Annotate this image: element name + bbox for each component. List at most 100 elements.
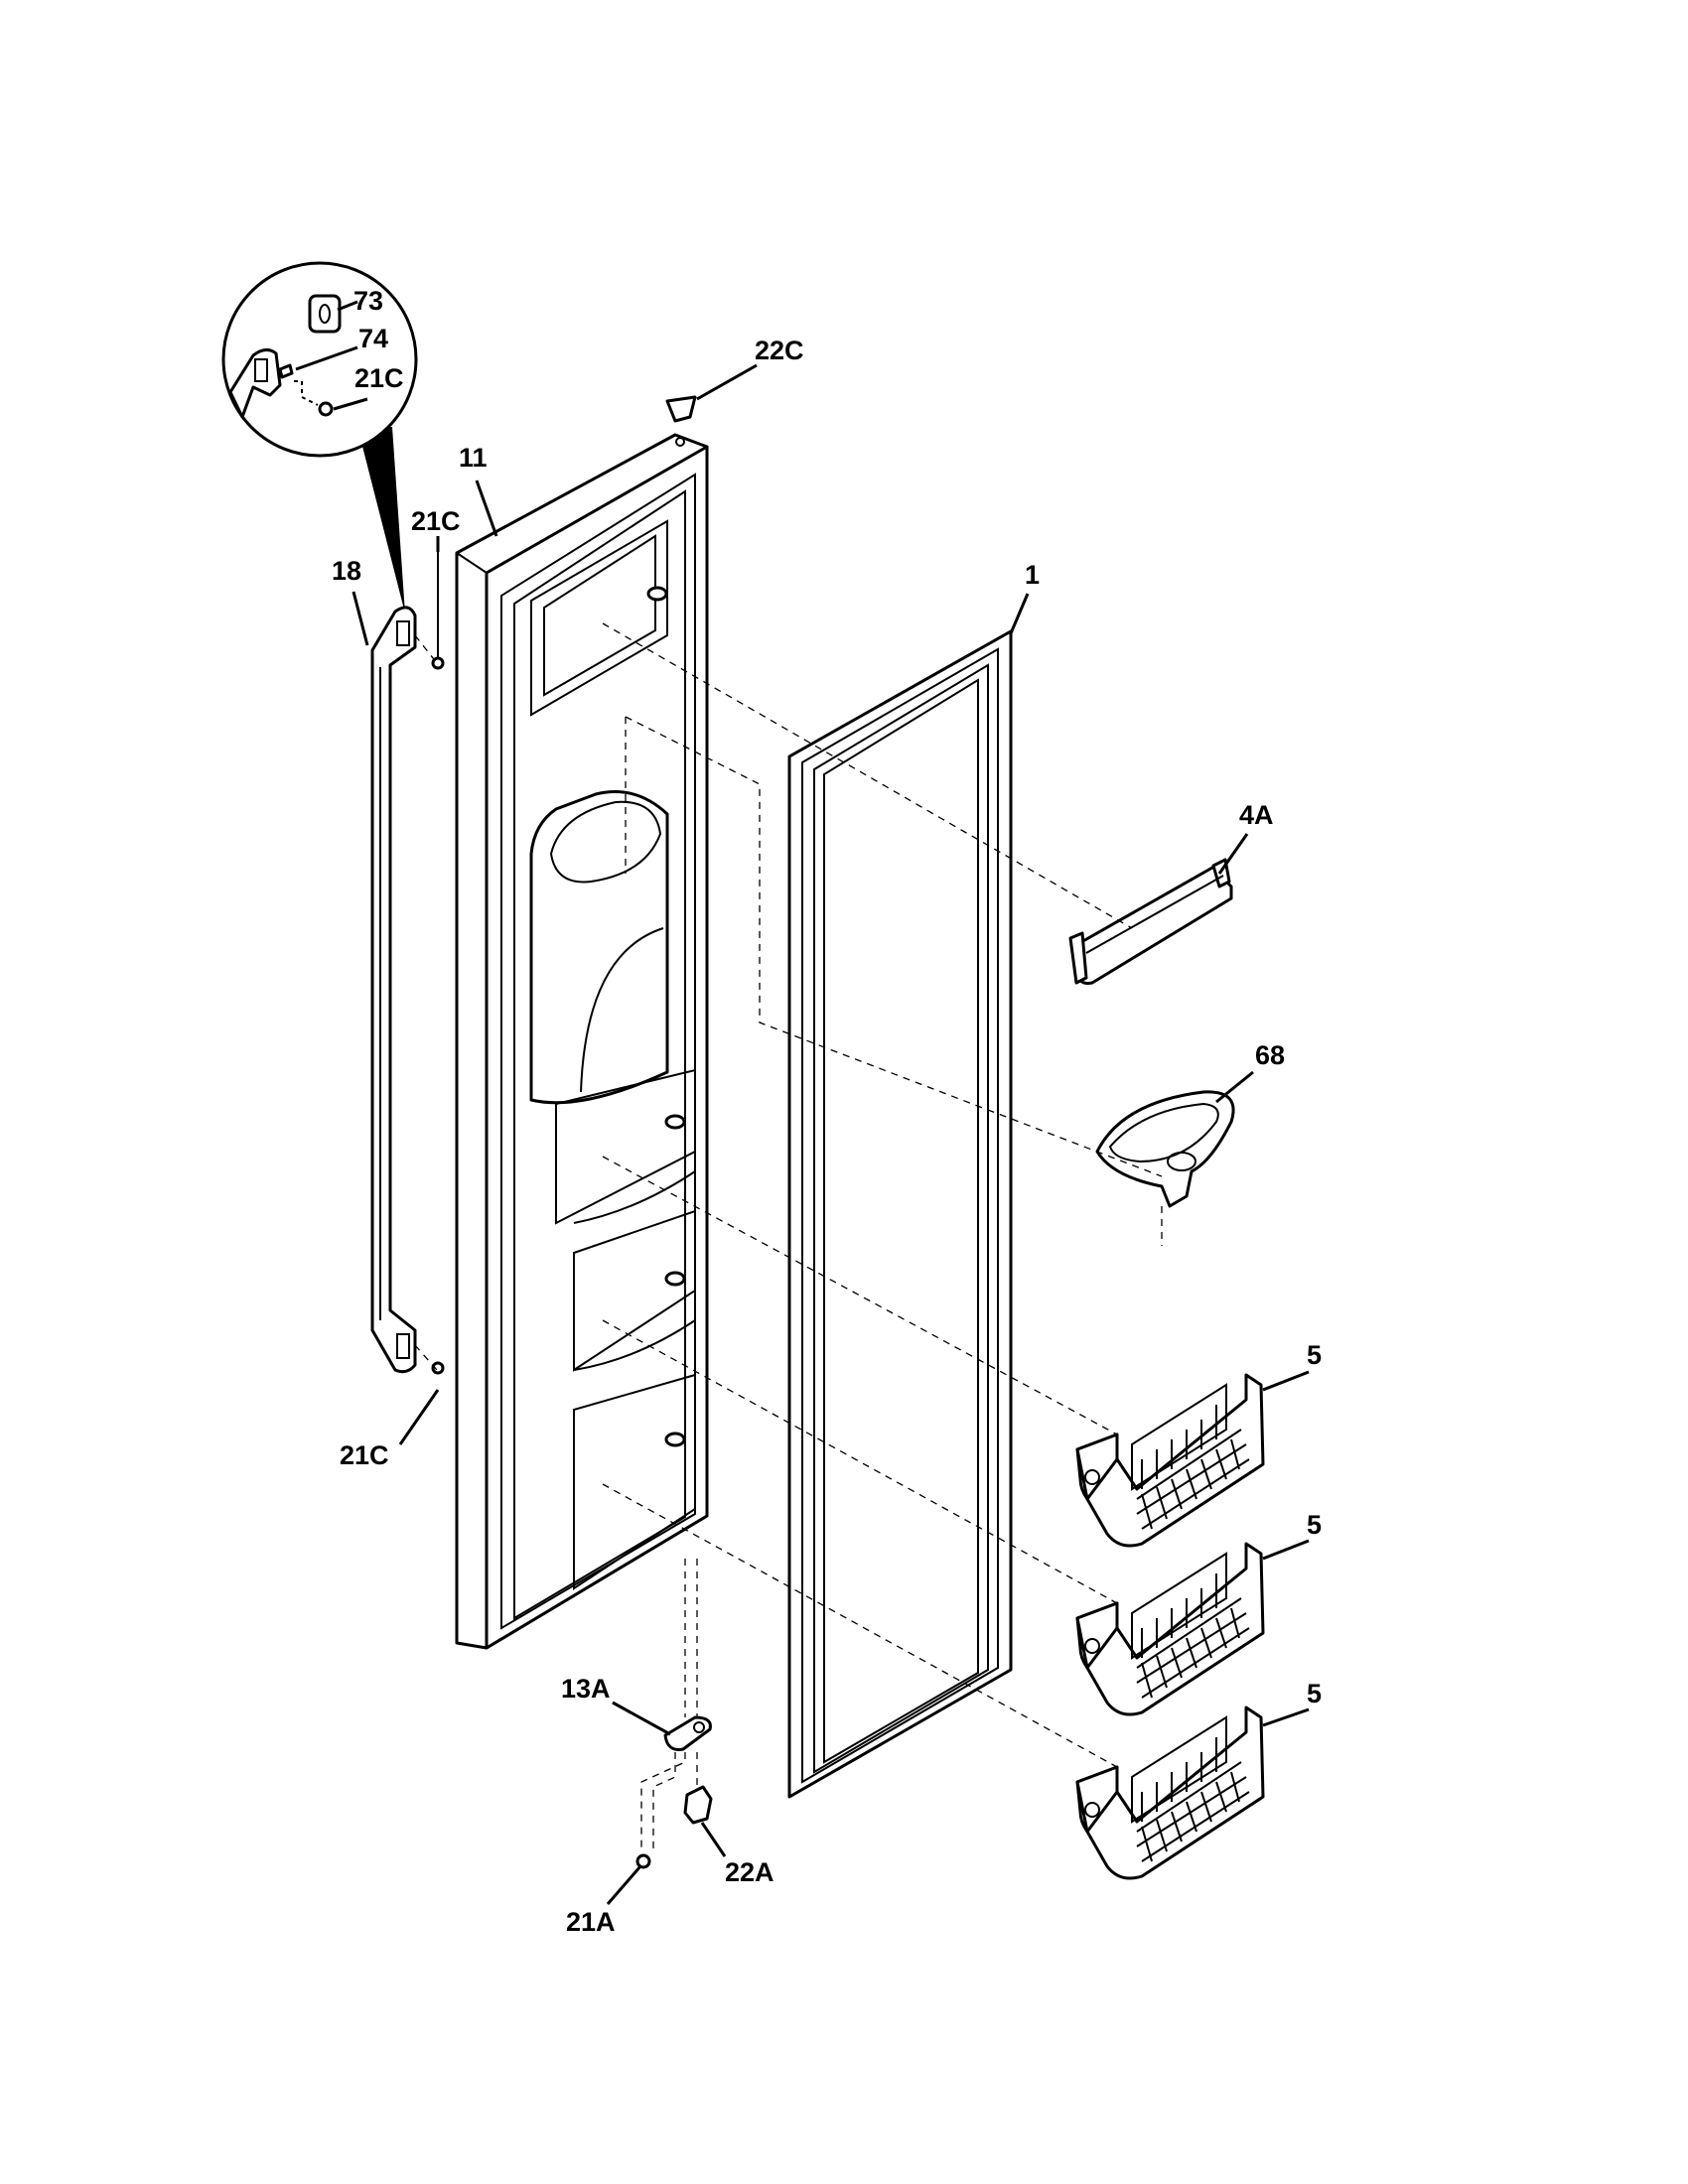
detail-cap-hole <box>319 304 331 324</box>
hardware <box>431 395 713 1869</box>
basket-1-wires <box>1131 1383 1250 1530</box>
basket-3-knob <box>1084 1802 1100 1818</box>
screw-21A <box>635 1853 651 1869</box>
door-shelf-ledge-2 <box>573 1319 696 1371</box>
door-dispenser-housing <box>529 790 669 1105</box>
door-peg-3 <box>664 1271 686 1287</box>
basket-3 <box>1075 1706 1265 1880</box>
gasket-rim-2 <box>813 663 989 1774</box>
door-assembly <box>455 433 709 1650</box>
door-handle <box>370 606 417 1374</box>
handle-bottom-slot <box>396 1333 410 1359</box>
label-21C-bottom: 21C <box>340 1440 389 1470</box>
door-peg-2 <box>664 1114 686 1130</box>
basket-2 <box>1075 1542 1265 1716</box>
label-4A: 4A <box>1239 800 1274 830</box>
dash-handle-top <box>414 634 438 664</box>
door-shelf-3 <box>573 1373 696 1590</box>
hinge-13A <box>663 1715 712 1751</box>
bin-4A-body <box>1072 862 1233 985</box>
leader-18 <box>352 591 369 646</box>
dash-handle-bottom <box>414 1344 438 1371</box>
dash-bin-4A <box>602 622 1133 929</box>
hinge-dash-5 <box>652 1752 676 1851</box>
gasket-rim-3 <box>823 678 979 1764</box>
door-peg-1 <box>646 586 668 602</box>
basket-2-wires <box>1131 1552 1250 1699</box>
basket-1-knob <box>1084 1469 1100 1485</box>
door-dispenser-curve <box>580 927 664 1093</box>
door-gasket <box>787 629 1013 1799</box>
basket-2-body <box>1075 1542 1265 1716</box>
detail-screw-2 <box>318 401 334 417</box>
label-5b: 5 <box>1307 1510 1322 1540</box>
door-inner-rim-2 <box>513 489 686 1620</box>
leader-74 <box>295 345 358 371</box>
leader-5b <box>1262 1539 1310 1561</box>
cap-22C <box>665 395 697 423</box>
chute-68-rim <box>1108 1102 1219 1163</box>
door-inner-rim-1 <box>500 473 696 1630</box>
bin-4A <box>1068 858 1233 985</box>
leader-21A <box>606 1865 642 1905</box>
door-peg-4 <box>664 1432 686 1447</box>
detail-screw <box>278 363 294 379</box>
chute-68 <box>1095 1090 1235 1208</box>
detail-cap <box>308 294 342 334</box>
gasket-rim-1 <box>801 647 999 1784</box>
leader-13A <box>612 1701 671 1736</box>
label-21C-top: 21C <box>411 506 461 536</box>
label-68: 68 <box>1255 1040 1285 1070</box>
screw-21C-bottom <box>431 1361 445 1375</box>
hinge-dash-4 <box>640 1752 686 1851</box>
door-top-edge <box>456 446 708 575</box>
label-13A: 13A <box>561 1674 611 1704</box>
label-1: 1 <box>1025 560 1040 590</box>
chute-68-hole <box>1167 1152 1196 1171</box>
bushing-22A <box>683 1785 713 1825</box>
label-5c: 5 <box>1307 1679 1322 1708</box>
detail-handle-slot <box>254 358 268 382</box>
leader-21C-detail <box>333 397 368 411</box>
label-22C: 22C <box>755 336 804 365</box>
handle-top-slot <box>396 620 410 646</box>
chute-68-body <box>1095 1090 1235 1208</box>
detail-pointer <box>357 427 405 614</box>
door-dispenser-opening <box>549 800 662 884</box>
hinge-13A-hole <box>693 1721 705 1733</box>
leader-22C <box>696 363 758 401</box>
detail-magnifier <box>221 261 418 614</box>
basket-2-knob <box>1084 1638 1100 1654</box>
label-73: 73 <box>353 286 383 316</box>
label-22A: 22A <box>725 1857 774 1887</box>
leader-68 <box>1215 1070 1254 1104</box>
label-21C-detail: 21C <box>354 363 404 393</box>
bin-4A-lip <box>1085 875 1224 954</box>
door-top-compartment-inner <box>543 534 656 697</box>
label-74: 74 <box>358 324 388 353</box>
basket-1-body <box>1075 1373 1265 1548</box>
leaders <box>352 363 1310 1905</box>
basket-3-body <box>1075 1706 1265 1880</box>
basket-3-wires <box>1131 1715 1250 1862</box>
basket-1 <box>1075 1373 1265 1548</box>
label-5a: 5 <box>1307 1340 1322 1370</box>
bin-4A-end-left <box>1068 931 1088 985</box>
label-18: 18 <box>332 556 361 586</box>
leader-5a <box>1262 1370 1310 1392</box>
leader-4A <box>1217 833 1249 875</box>
detail-dash <box>294 380 319 406</box>
label-11: 11 <box>459 443 488 473</box>
door-top-hole <box>675 437 685 447</box>
door-shelf-ledge-1 <box>573 1170 696 1224</box>
door-top-compartment <box>530 519 668 717</box>
leader-21C-bottom <box>398 1389 440 1445</box>
leader-1 <box>1009 593 1030 634</box>
labels: 73 74 21C 22C 11 21C 18 1 4A 68 5 5 5 21… <box>332 286 1322 1937</box>
assembly-lines <box>414 622 1163 1768</box>
leader-22A <box>700 1822 727 1857</box>
label-21A: 21A <box>566 1907 616 1937</box>
leader-11 <box>475 479 498 537</box>
